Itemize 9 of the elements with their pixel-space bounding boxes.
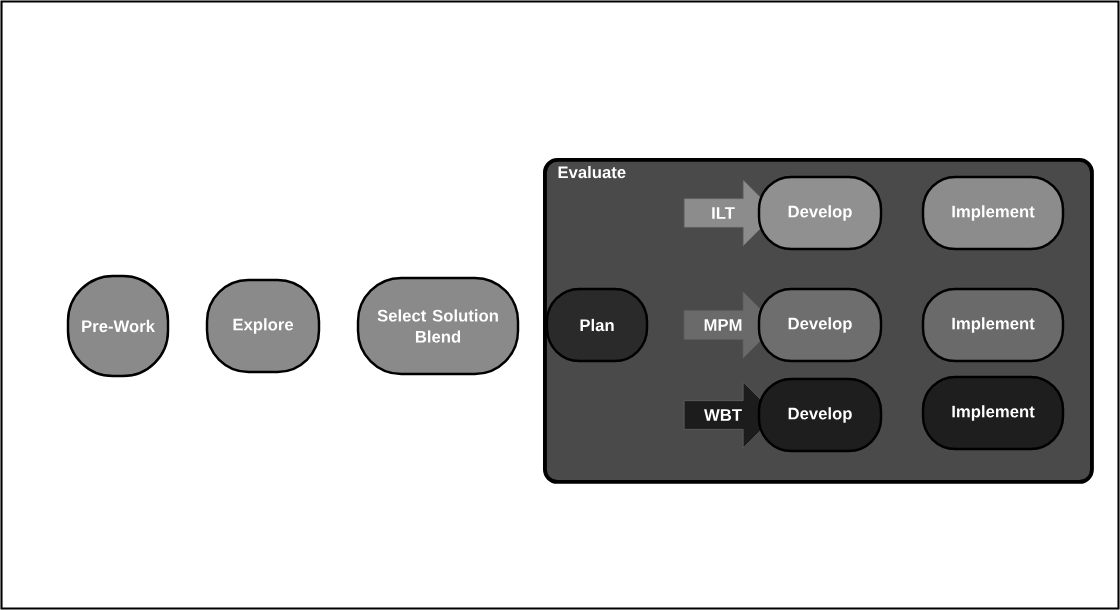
process-pill: Implement [921,375,1065,451]
process-pill: Develop [757,377,883,453]
process-pill: Implement [921,287,1065,363]
process-pill: Pre-Work [66,274,170,378]
process-pill: Select Solution Blend [356,276,520,376]
process-pill: Implement [921,175,1065,251]
process-pill: Develop [757,287,883,363]
process-pill: Develop [757,175,883,251]
process-pill: Explore [205,278,321,374]
